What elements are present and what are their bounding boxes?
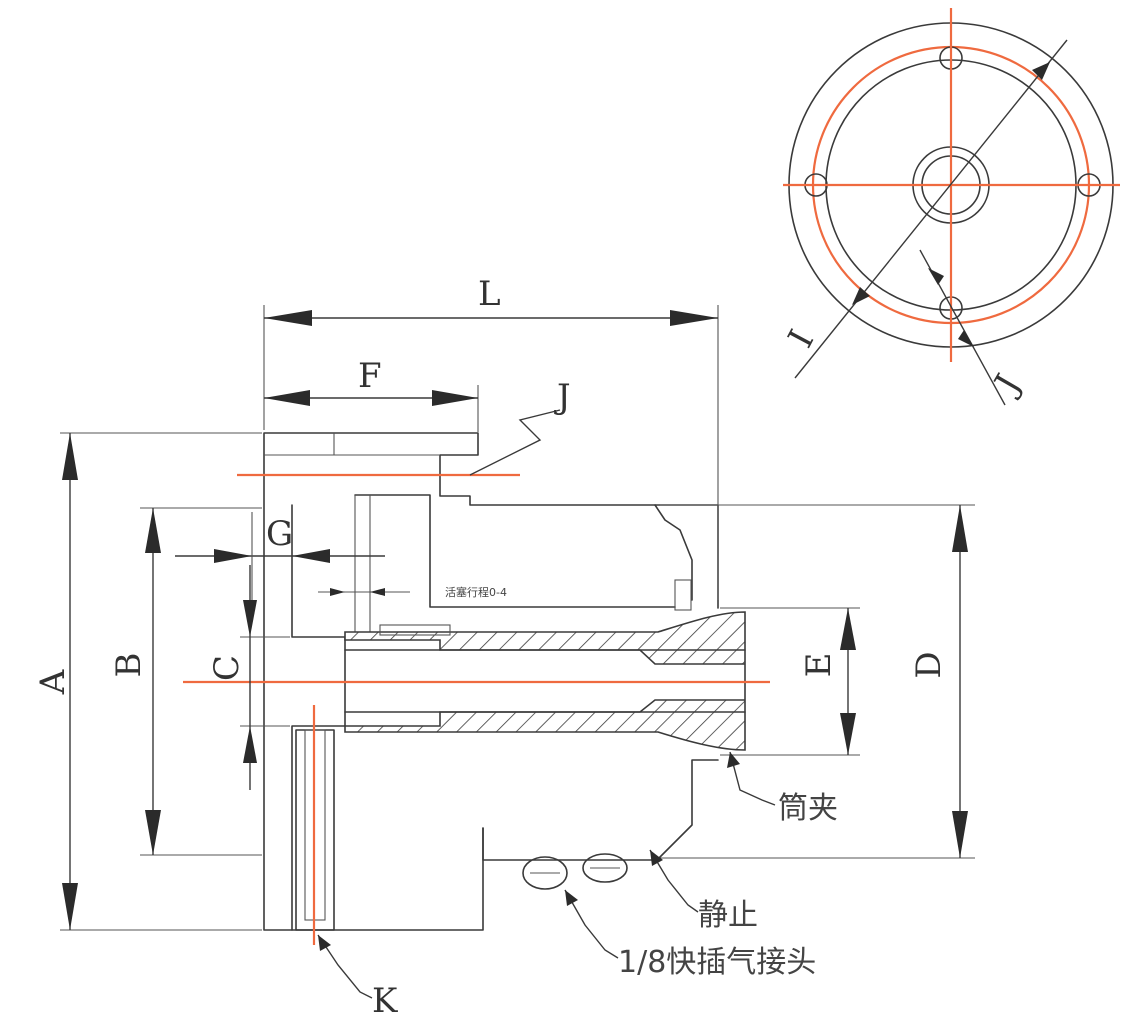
dim-arrow [370,588,385,596]
callout-stationary: 静止 [698,898,758,933]
air-fitting-1 [522,856,568,890]
dim-arrow [952,811,968,858]
label-i-top: I [781,324,823,355]
body-bottom-outline [482,759,719,861]
dim-arrow [958,330,974,347]
label-f: F [358,356,382,396]
callout-air-fitting: 1/8快插气接头 [618,945,816,980]
dim-arrow [145,508,161,553]
dim-arrow [62,883,78,930]
dim-arrow [243,726,257,763]
leader-k [317,934,373,999]
dim-arrow [432,390,478,406]
dim-arrow [840,608,856,650]
piston-cavity [354,494,676,608]
dim-arrow [670,310,718,326]
dim-arrow [264,310,312,326]
leader-stationary [649,849,699,913]
dimensions: L F J G 活塞行程0-4 A B [33,274,975,931]
collet-hatched-section [344,611,746,751]
callouts: 筒夹 静止 1/8快插气接头 K [317,751,838,1021]
label-c: C [207,655,247,681]
callout-collet: 筒夹 [778,791,838,826]
label-e: E [799,653,839,678]
leader-collet [729,751,776,806]
label-j-top: J [986,368,1029,402]
dim-arrow [840,713,856,755]
side-view [183,432,770,945]
retaining-ring [674,579,692,611]
label-d: D [909,651,949,678]
body-top-chamfer [654,504,693,601]
dim-arrow [214,549,252,563]
inner-bore-left [291,504,346,931]
dim-arrow [1032,62,1050,80]
label-l: L [478,274,501,314]
dim-arrow [145,810,161,855]
dim-arrow [928,268,944,285]
label-a: A [33,669,73,695]
leader-arrow [650,850,663,866]
leader-j [469,409,561,476]
dim-arrow [62,433,78,480]
label-b: B [109,653,149,678]
leader-arrow [318,935,331,951]
air-fitting-2 [582,853,628,883]
dim-arrow [292,549,330,563]
end-view: I J [781,8,1120,406]
label-g: G [266,514,293,554]
leader-air-fitting [564,889,619,959]
seal-ring [379,624,451,636]
dim-arrow [264,390,310,406]
leader-arrow [565,890,578,906]
leader-arrow [727,752,740,768]
stroke-note: 活塞行程0-4 [445,585,507,599]
label-k: K [372,981,398,1021]
dim-arrow [852,287,870,305]
dim-arrow [330,588,345,596]
dim-arrow [243,600,257,637]
dim-arrow [952,505,968,552]
label-j: J [554,377,571,417]
dim-line-i [794,39,1068,379]
